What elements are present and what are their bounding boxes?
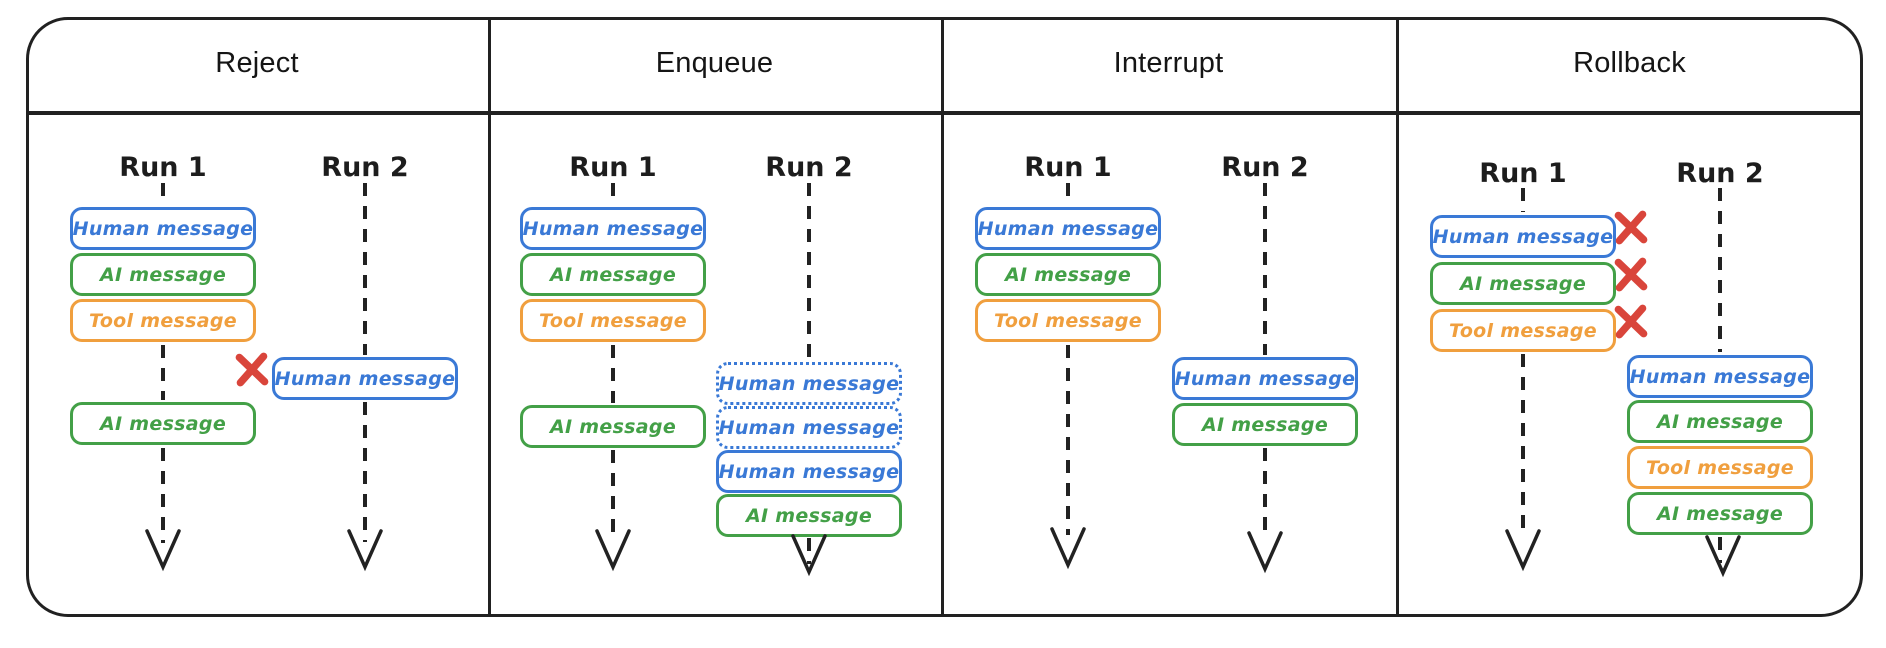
reject-run2-label: Run 2 — [321, 152, 409, 183]
interrupt-run1-label: Run 1 — [1024, 152, 1112, 183]
message-box-tool: Tool message — [1627, 446, 1813, 489]
message-box-human: Human message — [520, 207, 706, 250]
timeline-dash — [1263, 183, 1267, 355]
panel-title-interrupt: Interrupt — [1113, 46, 1224, 79]
timeline-dash — [161, 448, 165, 543]
message-box-tool: Tool message — [975, 299, 1161, 342]
down-arrowhead-icon — [1505, 529, 1541, 572]
message-box-tool: Tool message — [1430, 309, 1616, 352]
timeline-dash — [363, 183, 367, 355]
panel-title-reject: Reject — [215, 46, 299, 79]
message-box-ai: AI message — [520, 253, 706, 296]
rollback-run2-label: Run 2 — [1676, 158, 1764, 189]
timeline-dash — [611, 450, 615, 542]
message-box-human-queued: Human message — [716, 362, 902, 405]
message-box-human: Human message — [70, 207, 256, 250]
timeline-dash — [161, 183, 165, 203]
down-arrowhead-icon — [1247, 531, 1283, 574]
timeline-dash — [611, 345, 615, 403]
timeline-dash — [1718, 537, 1722, 563]
timeline-dash — [1066, 183, 1070, 203]
interrupt-run2-label: Run 2 — [1221, 152, 1309, 183]
timeline-dash — [161, 345, 165, 400]
message-box-tool: Tool message — [70, 299, 256, 342]
message-box-ai: AI message — [70, 402, 256, 445]
message-box-human: Human message — [1172, 357, 1358, 400]
message-box-human: Human message — [1430, 215, 1616, 258]
message-box-human: Human message — [272, 357, 458, 400]
message-box-ai: AI message — [716, 494, 902, 537]
timeline-dash — [1521, 354, 1525, 538]
timeline-dash — [1718, 188, 1722, 352]
message-box-ai: AI message — [1172, 403, 1358, 446]
message-box-tool: Tool message — [520, 299, 706, 342]
timeline-dash — [363, 402, 367, 542]
column-divider-3 — [1396, 19, 1399, 616]
down-arrowhead-icon — [145, 529, 181, 572]
message-box-human: Human message — [1627, 355, 1813, 398]
column-divider-1 — [488, 19, 491, 616]
rollback-x-icon — [1614, 210, 1648, 245]
timeline-dash — [807, 538, 811, 564]
enqueue-run1-label: Run 1 — [569, 152, 657, 183]
timeline-dash — [1066, 345, 1070, 535]
message-box-ai: AI message — [1627, 400, 1813, 443]
enqueue-run2-label: Run 2 — [765, 152, 853, 183]
message-box-human: Human message — [975, 207, 1161, 250]
timeline-dash — [611, 183, 615, 203]
timeline-dash — [1521, 188, 1525, 212]
message-box-ai: AI message — [975, 253, 1161, 296]
down-arrowhead-icon — [1050, 527, 1086, 570]
message-box-ai: AI message — [1627, 492, 1813, 535]
down-arrowhead-icon — [347, 529, 383, 572]
column-divider-2 — [941, 19, 944, 616]
diagram-frame — [26, 17, 1863, 617]
rollback-x-icon — [1614, 304, 1648, 339]
reject-x-icon — [235, 352, 269, 387]
message-box-ai: AI message — [70, 253, 256, 296]
timeline-dash — [1263, 448, 1267, 540]
panel-title-enqueue: Enqueue — [655, 46, 774, 79]
timeline-dash — [807, 183, 811, 360]
header-separator-line — [28, 111, 1861, 115]
down-arrowhead-icon — [791, 534, 827, 577]
message-box-ai: AI message — [520, 405, 706, 448]
down-arrowhead-icon — [595, 529, 631, 572]
message-box-human-queued: Human message — [716, 406, 902, 449]
rollback-run1-label: Run 1 — [1479, 158, 1567, 189]
message-box-ai: AI message — [1430, 262, 1616, 305]
reject-run1-label: Run 1 — [119, 152, 207, 183]
panel-title-rollback: Rollback — [1573, 46, 1686, 79]
down-arrowhead-icon — [1705, 535, 1741, 578]
rollback-x-icon — [1614, 257, 1648, 292]
message-box-human: Human message — [716, 450, 902, 493]
